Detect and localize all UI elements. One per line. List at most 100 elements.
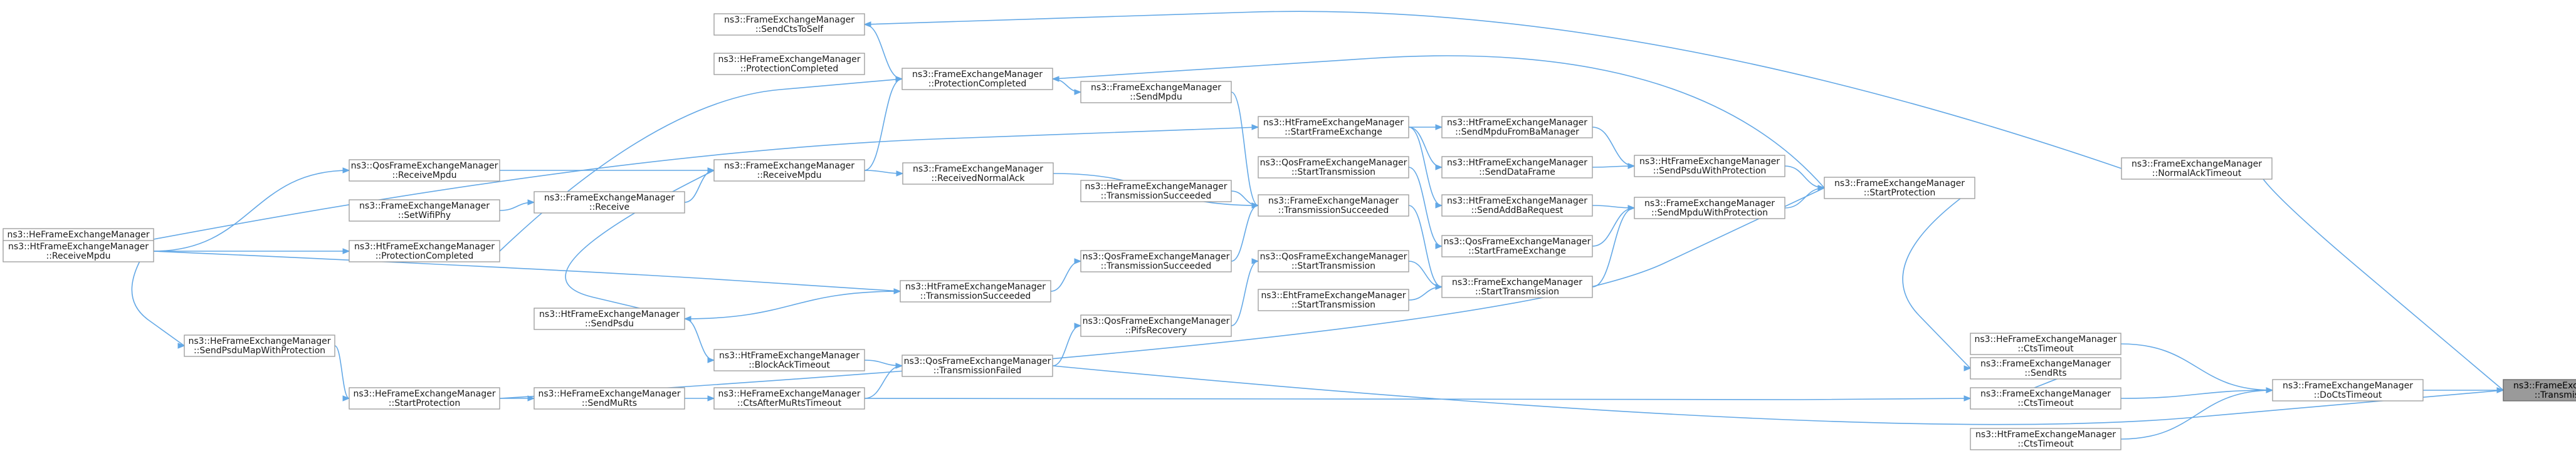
- edge-fem_starttransmission-to-fem_sendmpduwithprot: [1592, 207, 1635, 288]
- node-qos_receivempdu[interactable]: ns3::QosFrameExchangeManager::ReceiveMpd…: [349, 159, 500, 182]
- edge-arrowhead: [2496, 387, 2505, 393]
- node-root[interactable]: ns3::FrameExchangeManager::TransmissionF…: [2503, 379, 2576, 402]
- node-label: ::ProtectionCompleted: [740, 64, 839, 74]
- node-he_sendmurts[interactable]: ns3::HeFrameExchangeManager::SendMuRts: [534, 387, 685, 410]
- edge-ht_startframeexchange-to-ht_senddataframe: [1408, 127, 1443, 168]
- node-box: [534, 308, 685, 330]
- node-label: ns3::QosFrameExchangeManager: [1083, 252, 1230, 262]
- node-fem_starttransmission[interactable]: ns3::FrameExchangeManager::StartTransmis…: [1441, 276, 1593, 298]
- node-fem_startprotection[interactable]: ns3::FrameExchangeManager::StartProtecti…: [1824, 177, 1975, 199]
- edge-he_startframeexchange-to-ht_startframeexchange: [153, 127, 1259, 240]
- node-qos_startframeexchange[interactable]: ns3::QosFrameExchangeManager::StartFrame…: [1441, 235, 1593, 257]
- node-box: [2272, 379, 2424, 402]
- node-label: ::TransmissionSucceeded: [1278, 205, 1389, 215]
- node-fem_sendmpduwithprot[interactable]: ns3::FrameExchangeManager::SendMpduWithP…: [1634, 197, 1785, 219]
- edge-arrowhead: [342, 167, 350, 174]
- node-ht_sendpsdu[interactable]: ns3::HtFrameExchangeManager::SendPsdu: [534, 308, 685, 330]
- node-box: [902, 162, 1054, 185]
- node-box: [713, 349, 865, 371]
- node-label: ::ProtectionCompleted: [928, 79, 1027, 89]
- node-fem_ctstimeout[interactable]: ns3::FrameExchangeManager::CtsTimeout: [1970, 387, 2121, 410]
- edge-fem_receivempdu-to-fem_protectioncompleted: [864, 78, 903, 171]
- edge-arrowhead: [1251, 258, 1259, 264]
- edge-arrowhead: [1435, 243, 1443, 249]
- edge-qos_startframeexchange-to-fem_sendmpduwithprot: [1592, 207, 1635, 247]
- node-he_transmissionsucceeded[interactable]: ns3::HeFrameExchangeManager::Transmissio…: [1080, 180, 1232, 202]
- node-doctstimeout[interactable]: ns3::FrameExchangeManager::DoCtsTimeout: [2272, 379, 2424, 402]
- edge-arrowhead: [1435, 164, 1443, 170]
- edge-qos_starttransmission_b-to-fem_starttransmission: [1408, 261, 1443, 288]
- node-ht_ctstimeout[interactable]: ns3::HtFrameExchangeManager::CtsTimeout: [1970, 428, 2121, 450]
- node-qos_transmissionsucceeded[interactable]: ns3::QosFrameExchangeManager::Transmissi…: [1080, 250, 1232, 272]
- node-ht_startframeexchange[interactable]: ns3::HtFrameExchangeManager::StartFrameE…: [1258, 116, 1409, 138]
- edge-he_ctstimeout-to-doctstimeout: [2120, 343, 2273, 391]
- edge-arrowhead: [2266, 387, 2274, 393]
- node-eht_starttransmission[interactable]: ns3::EhtFrameExchangeManager::StartTrans…: [1258, 289, 1409, 311]
- node-ht_receivempdu[interactable]: ns3::HtFrameExchangeManager::ReceiveMpdu: [3, 240, 154, 262]
- node-label: ::ReceiveMpdu: [392, 170, 457, 180]
- edge-ht_sendpsdu-to-ht_transmissionsucceeded: [684, 291, 901, 319]
- node-ht_sendmpdufromba[interactable]: ns3::HtFrameExchangeManager::SendMpduFro…: [1441, 116, 1593, 138]
- edge-he_ctsaftermurtstimeout-to-qos_transmissionfailed: [864, 365, 903, 399]
- node-ht_senddataframe[interactable]: ns3::HtFrameExchangeManager::SendDataFra…: [1441, 156, 1593, 179]
- node-he_startprotection[interactable]: ns3::HeFrameExchangeManager::StartProtec…: [349, 387, 500, 410]
- node-box: [1258, 156, 1409, 179]
- node-fem_transmissionsucceeded[interactable]: ns3::FrameExchangeManager::TransmissionS…: [1258, 194, 1409, 217]
- node-label: ::StartTransmission: [1291, 261, 1375, 271]
- node-fem_sendmpdu[interactable]: ns3::FrameExchangeManager::SendMpdu: [1080, 81, 1232, 103]
- node-label: ::TransmissionFailed: [933, 366, 1022, 376]
- edge-ht_receivempdu-to-ht_transmissionsucceeded: [153, 251, 901, 292]
- edge-ht_startframeexchange-to-ht_sendaddba: [1408, 127, 1443, 206]
- node-he_ctsaftermurtstimeout[interactable]: ns3::HeFrameExchangeManager::CtsAfterMuR…: [713, 387, 865, 410]
- node-label: ns3::FrameExchangeManager: [912, 70, 1043, 80]
- node-box: [1258, 116, 1409, 138]
- node-label: ns3::HeFrameExchangeManager: [353, 389, 495, 399]
- node-box: [1441, 276, 1593, 298]
- node-ht_transmissionsucceeded[interactable]: ns3::HtFrameExchangeManager::Transmissio…: [900, 280, 1051, 303]
- node-fem_receivednormalack[interactable]: ns3::FrameExchangeManager::ReceivedNorma…: [902, 162, 1054, 185]
- node-he_protectioncompleted[interactable]: ns3::HeFrameExchangeManager::ProtectionC…: [713, 53, 865, 75]
- node-he_ctstimeout[interactable]: ns3::HeFrameExchangeManager::CtsTimeout: [1970, 333, 2121, 355]
- node-box: [2121, 157, 2273, 180]
- node-fem_receivempdu[interactable]: ns3::FrameExchangeManager::ReceiveMpdu: [713, 159, 865, 182]
- node-normalacktimeout[interactable]: ns3::FrameExchangeManager::NormalAckTime…: [2121, 157, 2273, 180]
- node-fem_sendrts[interactable]: ns3::FrameExchangeManager::SendRts: [1970, 357, 2121, 380]
- edge-arrowhead: [1074, 258, 1082, 264]
- node-fem_sendctstoself[interactable]: ns3::FrameExchangeManager::SendCtsToSelf: [713, 13, 865, 36]
- node-label: ::TransmissionFailed: [2535, 390, 2576, 400]
- node-label: ::StartTransmission: [1291, 300, 1375, 310]
- node-label: ::SendMuRts: [582, 398, 637, 408]
- node-ht_sendaddba[interactable]: ns3::HtFrameExchangeManager::SendAddBaRe…: [1441, 194, 1593, 217]
- node-qos_transmissionfailed[interactable]: ns3::QosFrameExchangeManager::Transmissi…: [902, 355, 1053, 377]
- edge-arrowhead: [893, 288, 902, 294]
- edge-qos_transmissionfailed-to-root: [1052, 365, 2504, 425]
- node-ht_sendpsduwithprot[interactable]: ns3::HtFrameExchangeManager::SendPsduWit…: [1634, 155, 1785, 177]
- edge-arrowhead: [863, 21, 871, 28]
- node-fem_protectioncompleted[interactable]: ns3::FrameExchangeManager::ProtectionCom…: [902, 68, 1053, 90]
- node-qos_pifsrecovery[interactable]: ns3::QosFrameExchangeManager::PifsRecove…: [1080, 314, 1232, 337]
- node-box: [1970, 357, 2121, 380]
- node-label: ::StartTransmission: [1475, 287, 1559, 297]
- edge-fem_transmissionsucceeded-to-fem_starttransmission: [1408, 205, 1443, 288]
- node-box: [1441, 194, 1593, 217]
- node-box: [2503, 379, 2576, 402]
- node-he_sendpsdumapwithprot[interactable]: ns3::HeFrameExchangeManager::SendPsduMap…: [184, 334, 335, 357]
- node-box: [1970, 428, 2121, 450]
- node-box: [902, 355, 1053, 377]
- node-box: [902, 68, 1053, 90]
- node-label: ::SendPsduWithProtection: [1653, 166, 1767, 176]
- node-label: ::ReceivedNormalAck: [932, 174, 1026, 184]
- node-qos_starttransmission_a[interactable]: ns3::QosFrameExchangeManager::StartTrans…: [1258, 156, 1409, 179]
- node-box: [349, 240, 500, 262]
- node-label: ::TransmissionSucceeded: [1101, 261, 1212, 271]
- node-qos_starttransmission_b[interactable]: ns3::QosFrameExchangeManager::StartTrans…: [1258, 250, 1409, 272]
- node-box: [1441, 235, 1593, 257]
- node-label: ::Receive: [589, 202, 629, 212]
- node-ht_blockacktimeout[interactable]: ns3::HtFrameExchangeManager::BlockAckTim…: [713, 349, 865, 371]
- node-fem_receive[interactable]: ns3::FrameExchangeManager::Receive: [534, 191, 685, 214]
- node-ht_protectioncompleted[interactable]: ns3::HtFrameExchangeManager::ProtectionC…: [349, 240, 500, 262]
- node-box: [1441, 156, 1593, 179]
- edge-ht_sendmpdufromba-to-ht_sendpsduwithprot: [1592, 127, 1635, 167]
- node-fem_setwifiphy[interactable]: ns3::FrameExchangeManager::SetWifiPhy: [349, 199, 500, 222]
- node-label: ns3::FrameExchangeManager: [724, 15, 854, 25]
